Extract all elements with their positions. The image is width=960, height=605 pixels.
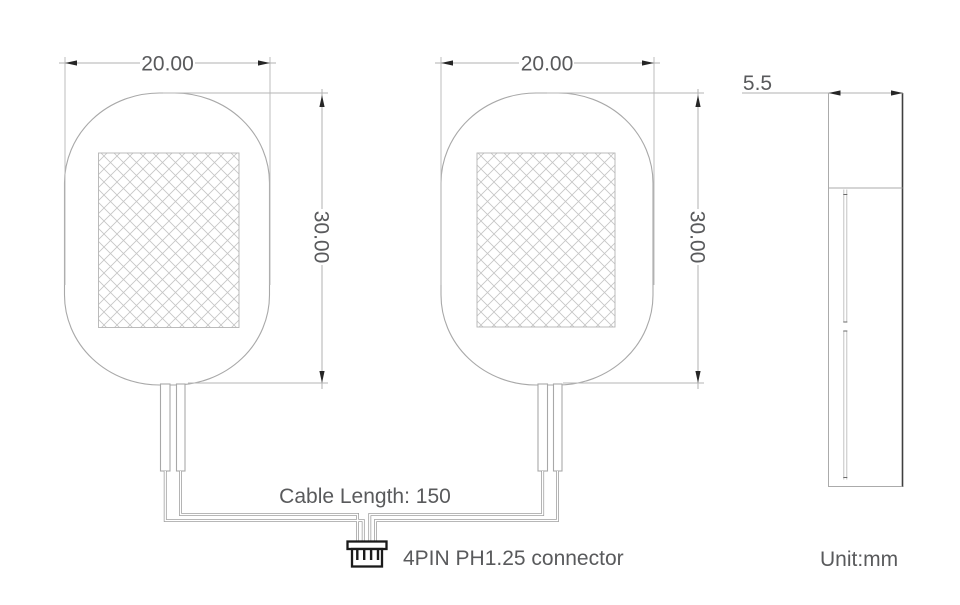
wire-stub [159, 383, 171, 472]
cable-wires [163, 471, 559, 543]
extension-lines [440, 57, 655, 285]
arrowhead-up [695, 95, 701, 107]
right-speaker-front-view [440, 92, 654, 472]
wire-stub [537, 383, 549, 472]
wire-stub [175, 383, 186, 472]
dim-text-width-left: 20.00 [141, 53, 194, 76]
arrowhead-left [828, 90, 841, 96]
cable-length-label: Cable Length: 150 [279, 485, 451, 508]
arrowhead-right [642, 60, 654, 66]
wire-core [179, 471, 359, 543]
dim-height-right: 30.00 [547, 89, 708, 389]
dim-text-height-left: 30.00 [309, 211, 332, 264]
speaker-hatch-area [476, 152, 616, 328]
wire-core [369, 471, 544, 543]
arrowhead-down [695, 371, 701, 383]
connector-pins [356, 550, 380, 560]
extension-lines [64, 57, 271, 285]
wire-core [164, 471, 364, 543]
connector-icon [346, 540, 388, 568]
side-view-frame-channel [843, 189, 848, 480]
arrowhead-right [258, 60, 270, 66]
unit-label: Unit:mm [820, 548, 898, 571]
arrowhead-up [319, 95, 325, 107]
dim-text-height-right: 30.00 [685, 211, 708, 264]
arrowhead-right [891, 90, 903, 96]
arrowhead-left [441, 60, 453, 66]
speaker-hatch-area [98, 152, 240, 328]
arrowhead-left [65, 60, 77, 66]
connector-label: 4PIN PH1.25 connector [403, 547, 624, 570]
extension-lines [163, 92, 328, 384]
dim-width-left: 20.00 [59, 53, 276, 285]
connector-body [350, 547, 384, 568]
side-view [828, 93, 904, 487]
left-speaker-front-view [63, 92, 271, 472]
wire-stub [552, 383, 563, 472]
dim-text-width-right: 20.00 [521, 53, 574, 76]
extension-lines [547, 92, 704, 384]
side-view-frame-ticks [843, 194, 848, 478]
arrowhead-down [319, 371, 325, 383]
dim-width-right: 20.00 [435, 53, 660, 285]
dim-thickness: 5.5 [742, 72, 903, 96]
wire-core [374, 471, 559, 543]
dim-height-left: 30.00 [163, 89, 332, 389]
dim-text-thickness: 5.5 [743, 72, 772, 95]
